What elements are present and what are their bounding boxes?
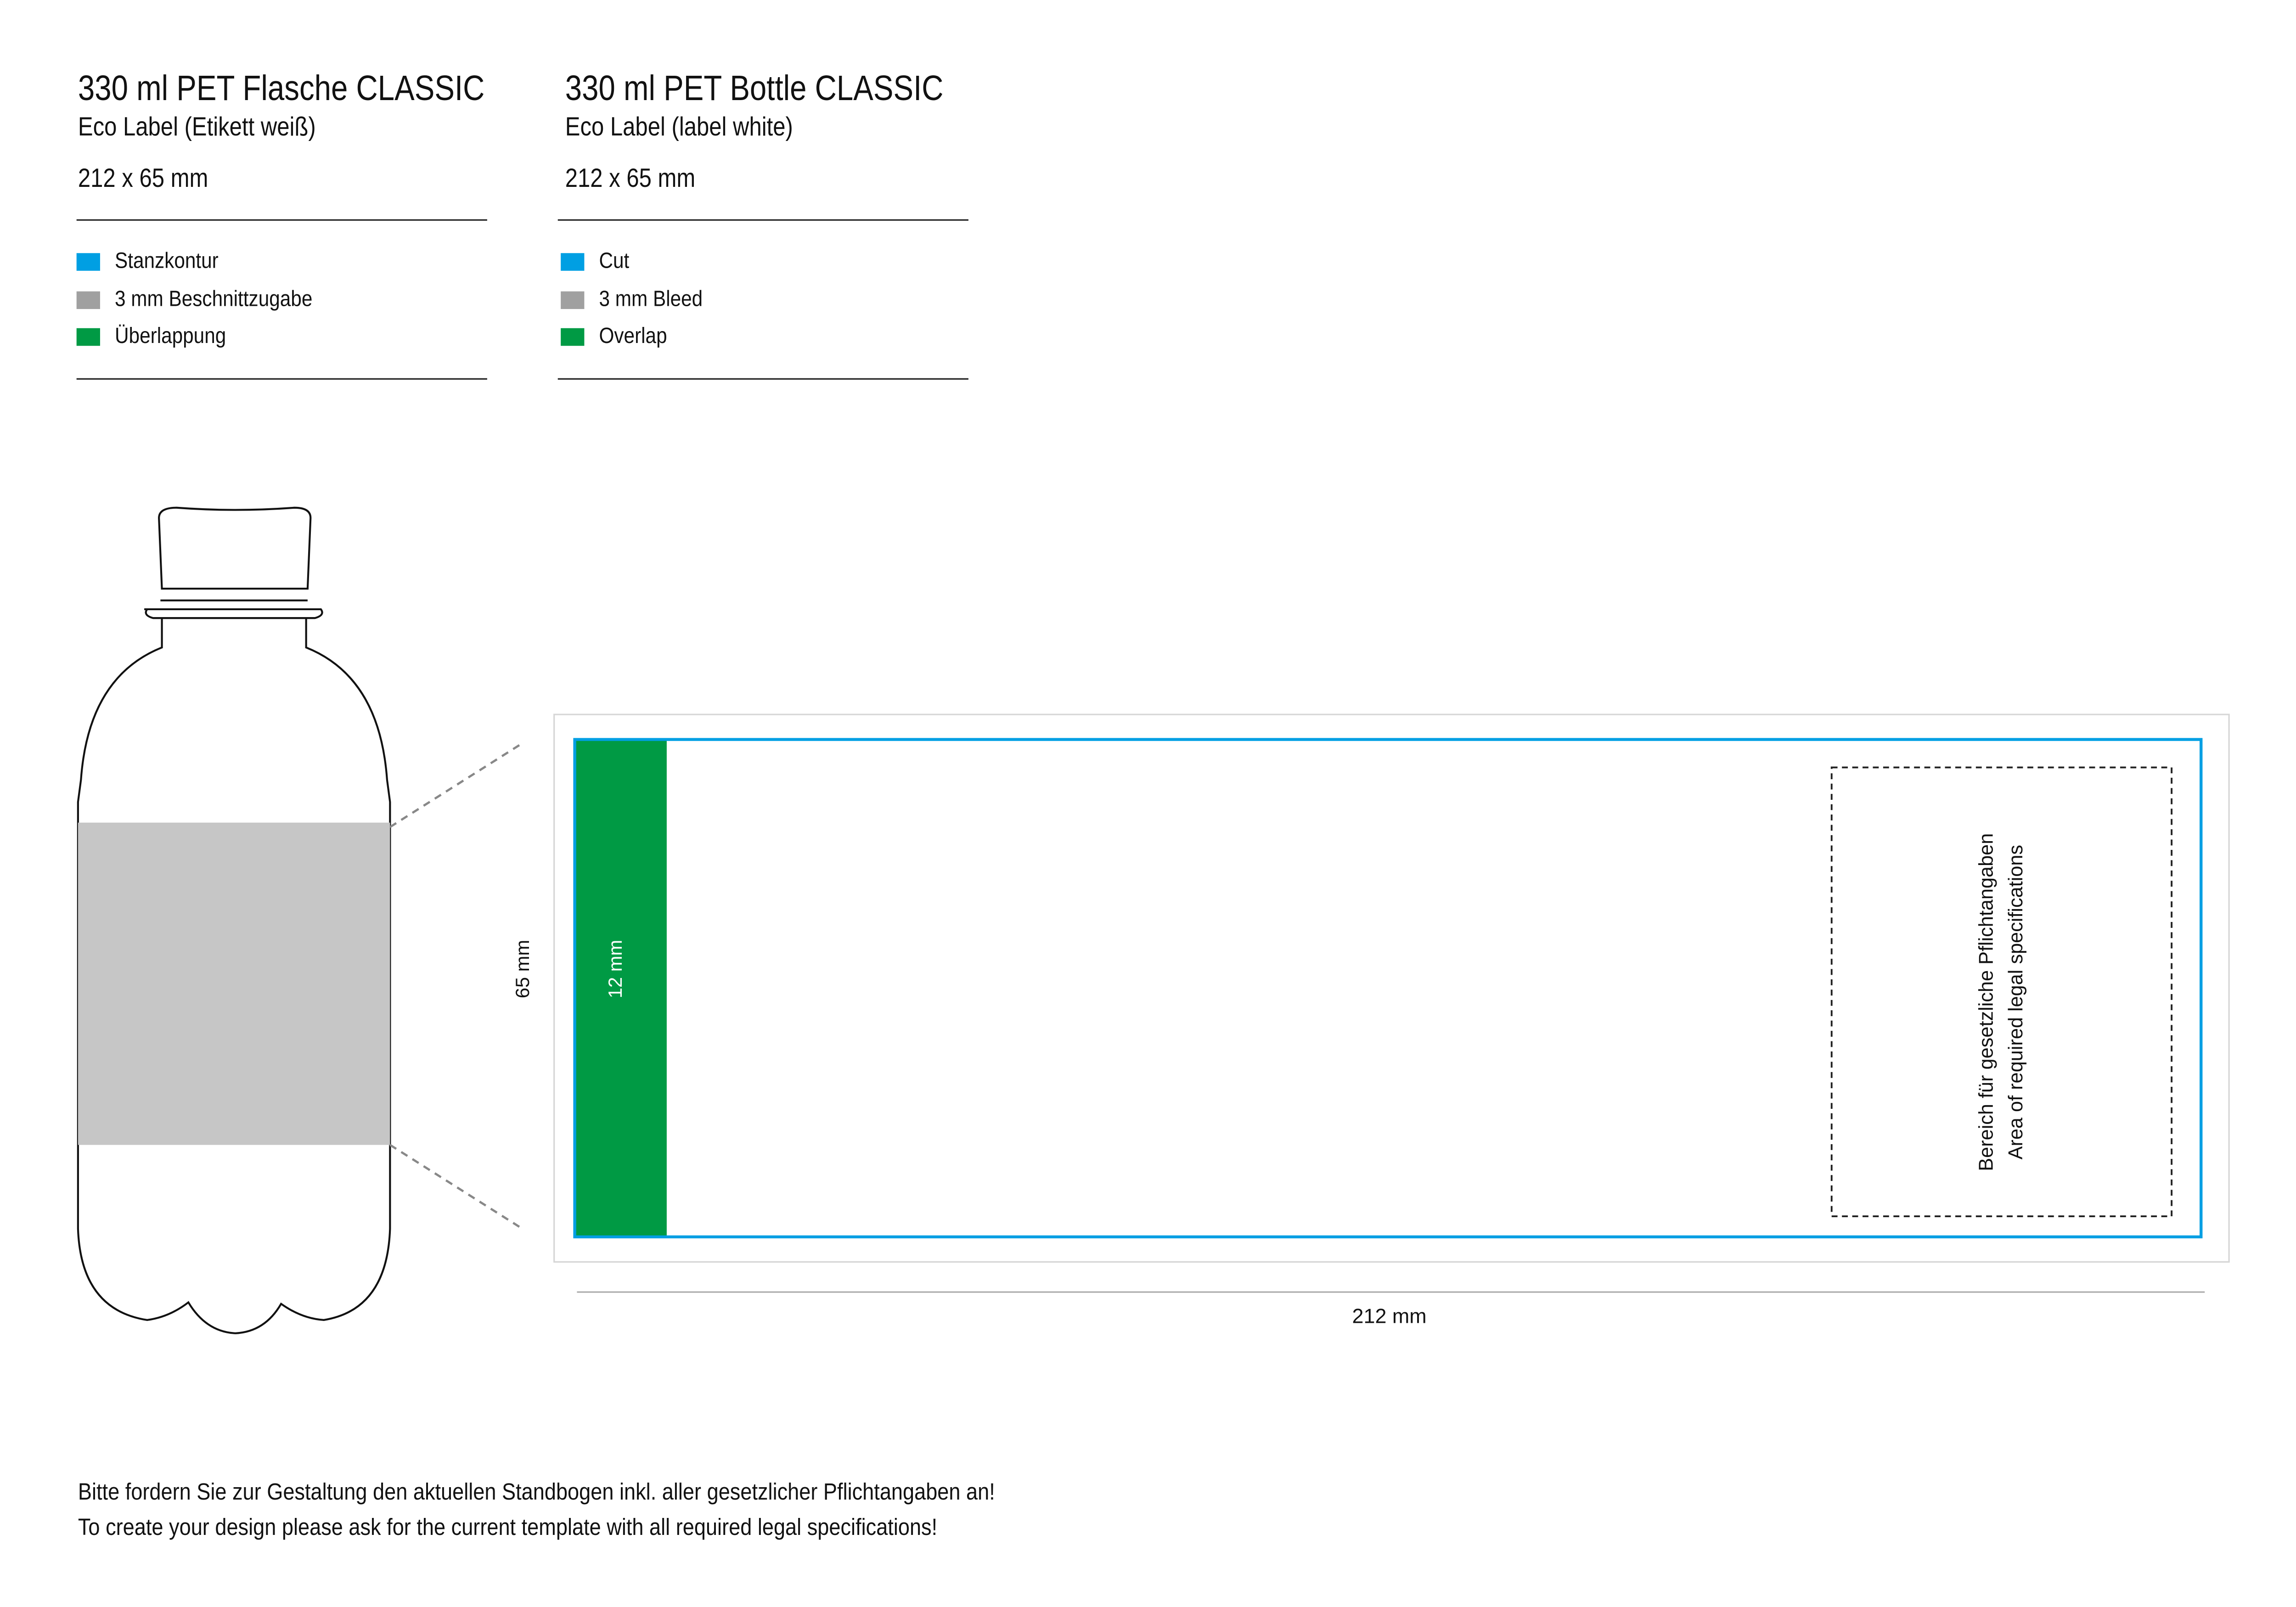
overlap-area <box>575 740 667 1236</box>
legal-area-en: Area of required legal specifications <box>2004 844 2027 1160</box>
legend-label: Cut <box>599 248 630 274</box>
legend-bleed-en: 3 mm Bleed <box>561 287 717 312</box>
title-en: 330 ml PET Bottle CLASSIC <box>565 69 944 109</box>
legal-area-de: Bereich für gesetzliche Pflichtangaben <box>1975 833 1998 1171</box>
footer-note-en: To create your design please ask for the… <box>78 1516 938 1541</box>
legal-area-label: Bereich für gesetzliche Pflichtangaben A… <box>1972 781 2031 1223</box>
bleed-swatch <box>561 291 585 309</box>
callout-line <box>389 1144 523 1230</box>
subtitle-de: Eco Label (Etikett weiß) <box>78 112 316 141</box>
divider <box>557 378 968 380</box>
size-de: 212 x 65 mm <box>78 163 208 193</box>
divider <box>76 219 487 221</box>
callout-line <box>389 742 523 828</box>
height-label: 65 mm <box>511 939 534 999</box>
legend-overlap-de: Überlappung <box>76 324 242 349</box>
legend-label: Stanzkontur <box>114 248 219 274</box>
cut-contour <box>573 738 2203 1239</box>
overlap-swatch <box>76 327 100 345</box>
title-de: 330 ml PET Flasche CLASSIC <box>78 69 485 109</box>
width-label: 212 mm <box>1352 1304 1427 1328</box>
cut-swatch <box>76 252 100 270</box>
legend-cut-en: Cut <box>561 249 633 274</box>
legend-label: 3 mm Bleed <box>599 287 703 312</box>
overlap-swatch <box>561 327 585 345</box>
legend-label: Überlappung <box>114 324 226 349</box>
cut-swatch <box>561 252 585 270</box>
footer-note-de: Bitte fordern Sie zur Gestaltung den akt… <box>78 1480 995 1506</box>
bleed-swatch <box>76 291 100 309</box>
bottle-outline <box>77 506 391 1334</box>
legend-label: Overlap <box>599 324 667 349</box>
bleed-area <box>553 714 2230 1263</box>
legend-label: 3 mm Beschnittzugabe <box>114 287 313 312</box>
legend-bleed-de: 3 mm Beschnittzugabe <box>76 287 339 312</box>
legend-cut-de: Stanzkontur <box>76 248 233 274</box>
divider <box>76 378 487 380</box>
label-band <box>78 822 390 1145</box>
divider <box>557 219 968 221</box>
overlap-label: 12 mm <box>604 939 626 999</box>
legal-area <box>1830 766 2173 1217</box>
subtitle-en: Eco Label (label white) <box>565 112 793 141</box>
legend-overlap-en: Overlap <box>561 324 676 349</box>
size-en: 212 x 65 mm <box>565 163 696 193</box>
